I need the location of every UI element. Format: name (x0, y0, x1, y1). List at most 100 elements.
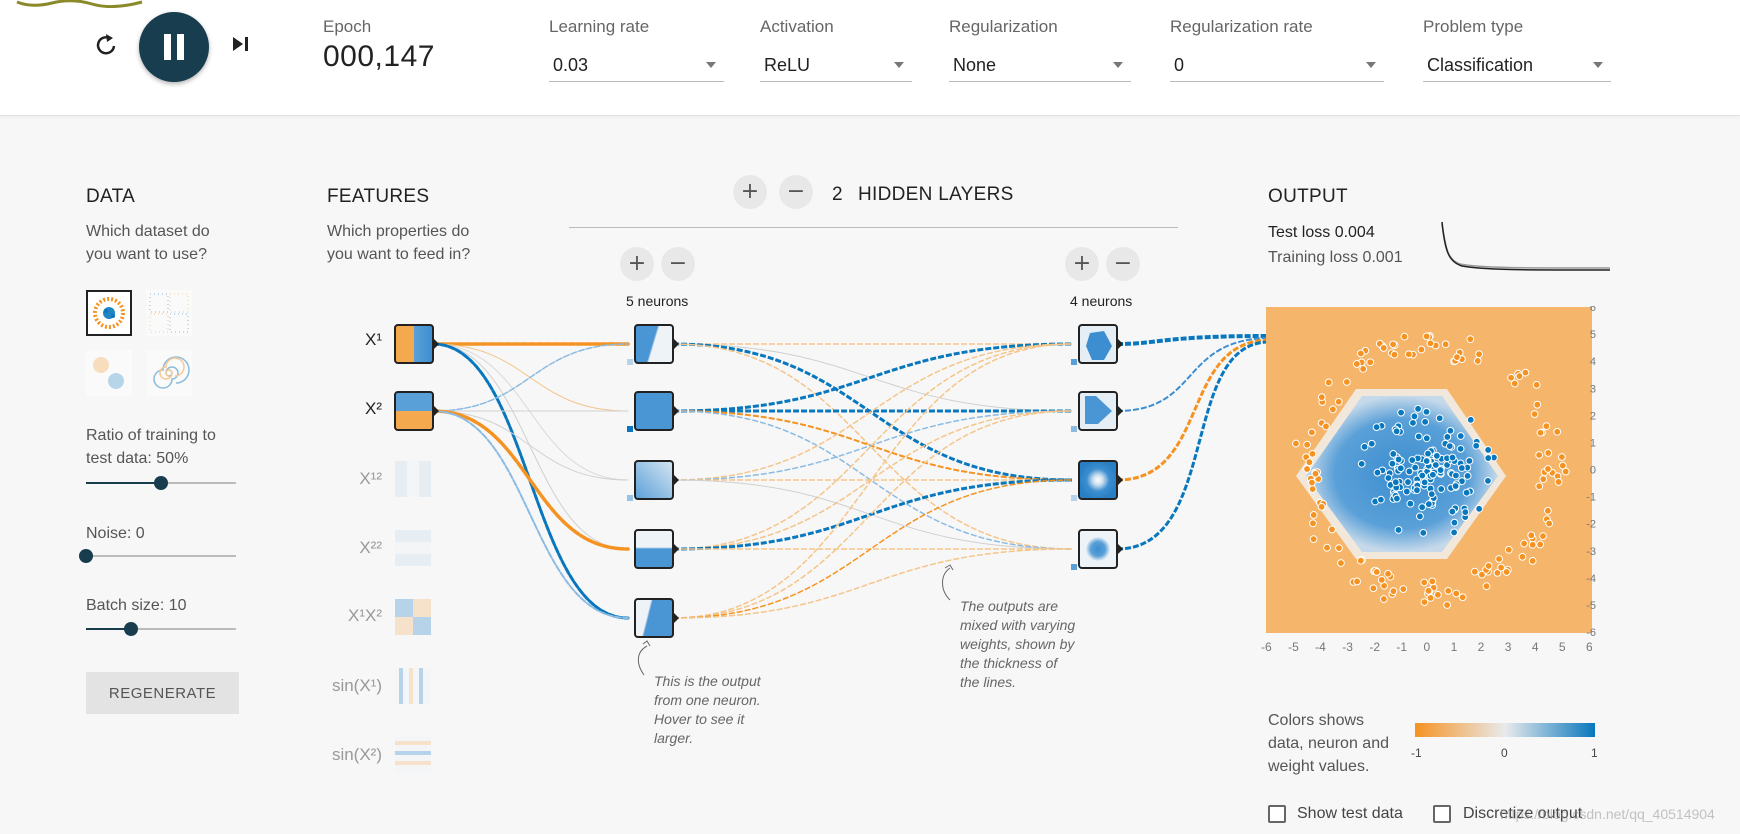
chevron-down-icon (894, 62, 904, 68)
remove-neuron-button-layer1[interactable]: − (661, 247, 695, 281)
chevron-down-icon (1593, 62, 1603, 68)
input-nodes (394, 324, 439, 773)
data-point (1415, 512, 1424, 521)
add-layer-button[interactable]: + (733, 175, 767, 209)
legend-text-line: weight values. (1268, 758, 1370, 775)
data-point (1359, 364, 1368, 373)
remove-layer-button[interactable]: − (779, 175, 813, 209)
data-point (1366, 358, 1375, 367)
data-point (1419, 528, 1428, 537)
dataset-xor-thumb[interactable] (146, 290, 192, 336)
neuron-l1-4[interactable] (634, 529, 674, 569)
y-tick-label: 1 (1590, 437, 1596, 449)
x-tick-label: -5 (1288, 640, 1299, 654)
gauss-dataset-icon (93, 357, 124, 389)
feature-node-x2[interactable] (394, 391, 434, 431)
data-point (1502, 568, 1511, 576)
data-points (1292, 332, 1570, 609)
batch-size-label: Batch size: 10 (86, 597, 187, 614)
ratio-label-line: Ratio of training to (86, 427, 216, 444)
feature-label-sin-x1: sin(X¹) (331, 676, 382, 695)
add-neuron-button-layer1[interactable]: + (620, 247, 654, 281)
data-point (1391, 478, 1400, 487)
slider-fill (86, 628, 131, 630)
activation-select[interactable]: ReLU (760, 52, 912, 82)
regularization-rate-select[interactable]: 0 (1170, 52, 1384, 82)
slider-thumb[interactable] (79, 549, 93, 563)
y-tick-label: -3 (1586, 546, 1596, 558)
neuron-l1-2[interactable] (634, 391, 674, 431)
data-point (1445, 442, 1454, 450)
regularization-rate-label: Regularization rate (1170, 17, 1313, 36)
y-tick-label: -5 (1586, 600, 1596, 612)
play-pause-button[interactable] (139, 12, 209, 82)
data-point (1372, 423, 1381, 432)
data-point (1396, 464, 1405, 473)
feature-label-x1-squared: X¹² (359, 469, 382, 488)
data-point (1443, 601, 1451, 609)
feature-node-sin-x2[interactable] (395, 737, 431, 773)
y-tick-label: -2 (1586, 519, 1596, 531)
data-point (1422, 434, 1431, 443)
neuron-l1-1[interactable] (634, 324, 674, 364)
x-tick-label: -6 (1261, 640, 1272, 654)
data-point (1384, 569, 1392, 578)
neuron-l1-5[interactable] (634, 598, 674, 638)
noise-slider[interactable] (79, 549, 236, 563)
circle-dataset-icon (93, 297, 125, 329)
epoch-label: Epoch (323, 17, 372, 36)
dataset-circle-thumb[interactable] (86, 290, 132, 336)
batch-size-slider[interactable] (86, 622, 236, 636)
ratio-slider[interactable] (86, 476, 236, 490)
data-point (1309, 511, 1318, 519)
dataset-spiral-thumb[interactable] (146, 350, 192, 396)
data-point (1462, 488, 1471, 497)
neuron-l2-3[interactable] (1078, 460, 1118, 500)
discretize-output-checkbox[interactable] (1433, 805, 1451, 823)
dataset-gauss-thumb[interactable] (86, 350, 132, 396)
slider-thumb[interactable] (124, 622, 138, 636)
show-test-data-checkbox[interactable] (1268, 805, 1286, 823)
noise-label: Noise: 0 (86, 525, 145, 542)
data-point (1456, 432, 1465, 440)
data-point (1328, 525, 1336, 534)
features-question-line: Which properties do (327, 223, 470, 240)
problem-type-select[interactable]: Classification (1423, 52, 1611, 82)
slider-thumb[interactable] (154, 476, 168, 490)
data-point (1421, 417, 1430, 426)
feature-node-sin-x1[interactable] (395, 668, 431, 704)
x-tick-label: -4 (1315, 640, 1326, 654)
data-point (1424, 586, 1433, 595)
neuron-l1-3[interactable] (634, 460, 674, 500)
data-point (1457, 464, 1466, 472)
data-point (1308, 449, 1317, 458)
data-point (1456, 444, 1465, 453)
layer1-neuron-count: 5 neurons (626, 293, 689, 309)
data-point (1465, 456, 1474, 465)
spiral-dataset-icon (153, 356, 190, 389)
feature-label-x2-squared: X²² (359, 538, 382, 557)
y-tick-label: 4 (1590, 356, 1596, 368)
learning-rate-value: 0.03 (553, 55, 589, 75)
hidden-layers-title: HIDDEN LAYERS (858, 184, 1014, 205)
add-neuron-button-layer2[interactable]: + (1065, 247, 1099, 281)
feature-node-x1x2[interactable] (395, 599, 413, 617)
data-point (1461, 508, 1470, 517)
data-point (1420, 478, 1429, 487)
data-point (1530, 410, 1539, 419)
remove-neuron-button-layer2[interactable]: − (1106, 247, 1140, 281)
reset-button[interactable] (90, 28, 122, 60)
data-point (1432, 451, 1441, 460)
data-point (1405, 467, 1414, 476)
data-point (1303, 465, 1311, 473)
feature-node-x1[interactable] (394, 324, 434, 364)
feature-node-x2-squared[interactable] (395, 530, 431, 566)
feature-node-x1-squared[interactable] (395, 461, 431, 497)
links-layer1-layer2 (672, 342, 1073, 619)
step-button[interactable] (226, 29, 256, 59)
learning-rate-select[interactable]: 0.03 (549, 52, 724, 82)
regularization-select[interactable]: None (949, 52, 1131, 82)
regenerate-button[interactable]: REGENERATE (86, 672, 239, 714)
data-point (1334, 397, 1343, 406)
data-point (1484, 454, 1493, 462)
